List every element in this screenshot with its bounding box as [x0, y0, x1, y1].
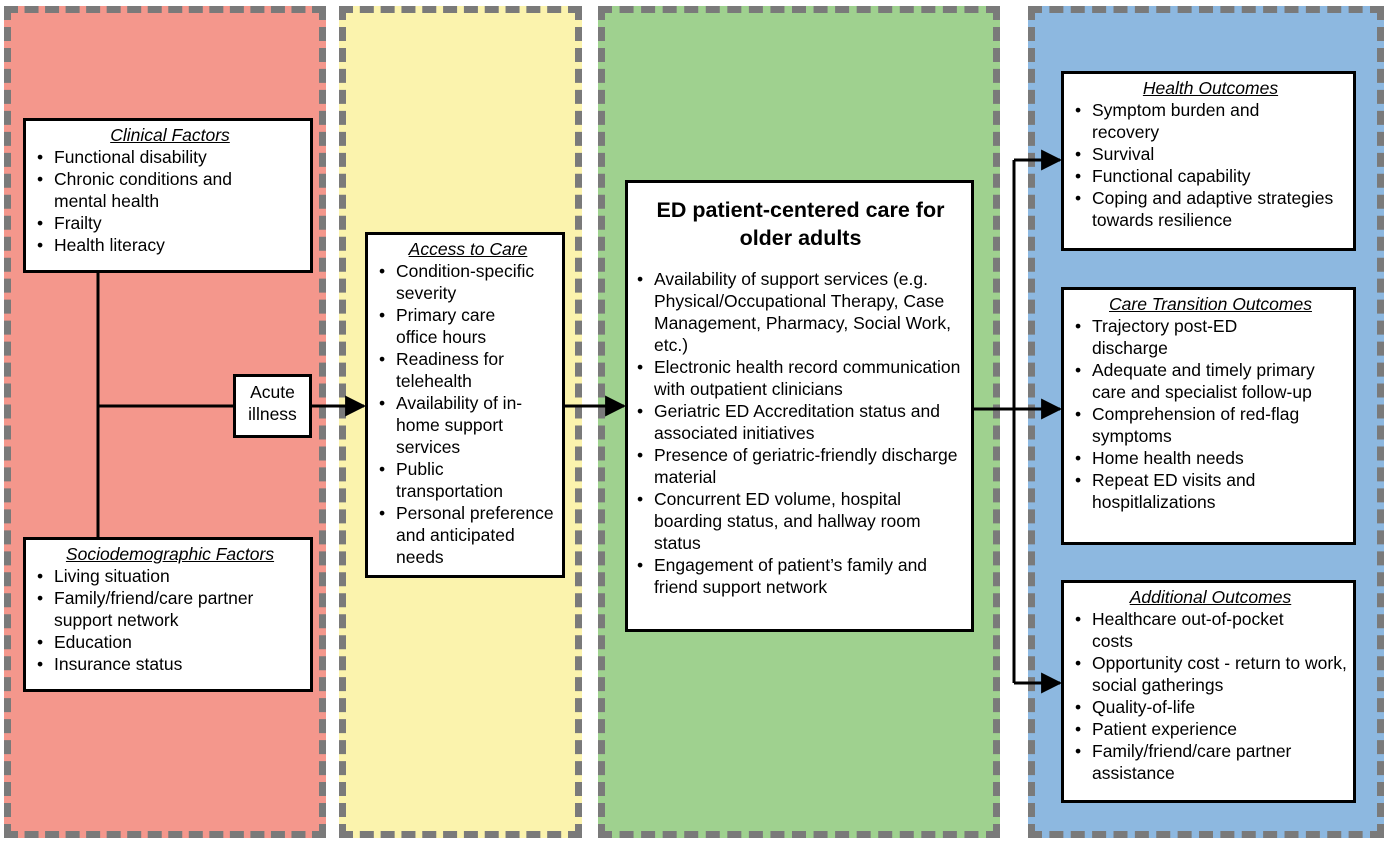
list-item: Concurrent ED volume, hospital boarding …	[636, 488, 965, 554]
list-item: Primary care office hours	[378, 304, 558, 348]
acute-illness-label: Acute illness	[248, 382, 297, 424]
sociodemographic-factors-title: Sociodemographic Factors	[65, 544, 275, 564]
care-transition-outcomes-box: Care Transition Outcomes Trajectory post…	[1061, 287, 1356, 545]
additional-outcomes-box: Additional Outcomes Healthcare out-of-po…	[1061, 580, 1356, 803]
list-item: Family/friend/care partner support netwo…	[36, 587, 304, 631]
list-item: Family/friend/care partner assistance	[1074, 740, 1347, 784]
care-transition-outcomes-title: Care Transition Outcomes	[1109, 294, 1312, 314]
list-item: Electronic health record communication w…	[636, 356, 965, 400]
list-item: Coping and adaptive strategies towards r…	[1074, 187, 1347, 231]
health-outcomes-title: Health Outcomes	[1142, 78, 1279, 98]
list-item: Geriatric ED Accreditation status and as…	[636, 400, 965, 444]
list-item: Personal preference and anticipated need…	[378, 502, 558, 568]
list-item: Insurance status	[36, 653, 304, 675]
additional-outcomes-title: Additional Outcomes	[1129, 587, 1292, 607]
list-item: Functional disability	[36, 146, 304, 168]
list-item: Symptom burden and recovery	[1074, 99, 1347, 143]
ed-care-title: ED patient-centered care for older adult…	[656, 198, 945, 250]
list-item: Education	[36, 631, 304, 653]
list-item: Repeat ED visits and hospitlalizations	[1074, 469, 1347, 513]
list-item: Availability of support services (e.g. P…	[636, 268, 965, 356]
list-item: Public transportation	[378, 458, 558, 502]
list-item: Chronic conditions and mental health	[36, 168, 304, 212]
list-item: Comprehension of red-flag symptoms	[1074, 403, 1347, 447]
list-item: Frailty	[36, 212, 304, 234]
acute-illness-box: Acute illness	[233, 374, 312, 438]
list-item: Adequate and timely primary care and spe…	[1074, 359, 1347, 403]
clinical-factors-title: Clinical Factors	[110, 125, 230, 145]
list-item: Patient experience	[1074, 718, 1347, 740]
health-outcomes-box: Health Outcomes Symptom burden and recov…	[1061, 71, 1356, 251]
list-item: Living situation	[36, 565, 304, 587]
sociodemographic-factors-box: Sociodemographic Factors Living situatio…	[23, 537, 313, 692]
list-item: Trajectory post-ED discharge	[1074, 315, 1347, 359]
list-item: Engagement of patient’s family and frien…	[636, 554, 965, 598]
list-item: Readiness for telehealth	[378, 348, 558, 392]
ed-care-box: ED patient-centered care for older adult…	[625, 180, 974, 632]
list-item: Home health needs	[1074, 447, 1347, 469]
access-to-care-box: Access to Care Condition-specific severi…	[365, 232, 565, 578]
access-to-care-title: Access to Care	[408, 239, 528, 259]
list-item: Quality-of-life	[1074, 696, 1347, 718]
list-item: Healthcare out-of-pocket costs	[1074, 608, 1347, 652]
list-item: Presence of geriatric-friendly discharge…	[636, 444, 965, 488]
list-item: Condition-specific severity	[378, 260, 558, 304]
list-item: Health literacy	[36, 234, 304, 256]
list-item: Opportunity cost - return to work, socia…	[1074, 652, 1347, 696]
list-item: Functional capability	[1074, 165, 1347, 187]
list-item: Survival	[1074, 143, 1347, 165]
list-item: Availability of in-home support services	[378, 392, 558, 458]
clinical-factors-box: Clinical Factors Functional disability C…	[23, 118, 313, 273]
